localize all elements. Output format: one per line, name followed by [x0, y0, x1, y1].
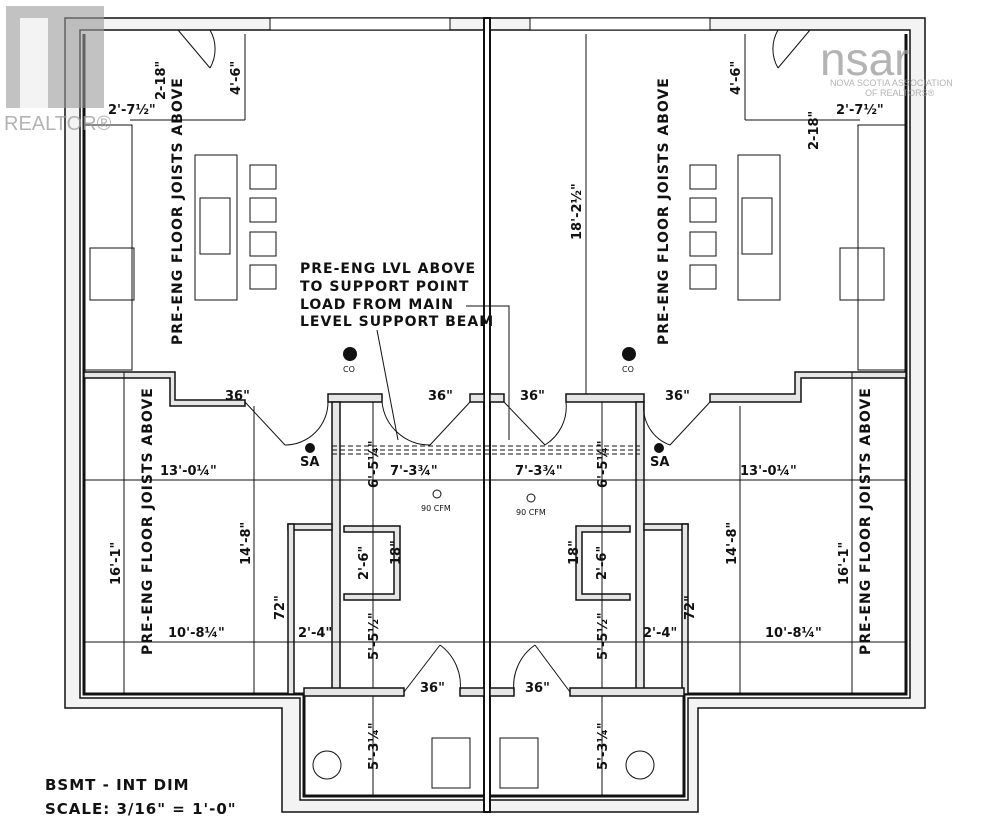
- dim: 5'-3¼": [596, 722, 611, 770]
- cleanout-icon: [343, 347, 357, 361]
- dimension-lines: [84, 34, 906, 796]
- dim: 36": [225, 389, 250, 404]
- dim: 13'-0¼": [160, 464, 217, 479]
- dim: 18": [567, 540, 582, 565]
- dim: 2'-4": [643, 626, 677, 641]
- fan-label: 90 CFM: [516, 508, 546, 517]
- plan-title: BSMT - INT DIM: [45, 776, 190, 794]
- dim: 10'-8¼": [765, 626, 822, 641]
- dim: 18'-2½": [570, 183, 585, 240]
- joists-label: PRE-ENG FLOOR JOISTS ABOVE: [656, 77, 672, 345]
- dim: 36": [428, 389, 453, 404]
- doors: [177, 29, 811, 693]
- linen-closet-left: [343, 525, 401, 601]
- dim: 14'-8": [725, 522, 740, 565]
- dim: 2-18": [807, 111, 822, 150]
- wall-seg: [489, 393, 505, 403]
- dim: 13'-0¼": [740, 464, 797, 479]
- supply-air-icon: [305, 443, 315, 453]
- dim: 5'-5½": [596, 612, 611, 660]
- beam-note: PRE-ENG LVL ABOVE TO SUPPORT POINT LOAD …: [300, 261, 494, 330]
- dim: 72": [273, 595, 288, 620]
- dim: 5'-3¼": [367, 722, 382, 770]
- mech-wall: [569, 687, 685, 697]
- dim: 7'-3¾": [390, 464, 438, 479]
- dim: 6'-5¼": [596, 440, 611, 488]
- dim: 16'-1": [109, 542, 124, 585]
- co-label: CO: [622, 365, 634, 374]
- dim: 2'-7½": [836, 103, 884, 118]
- wall-seg: [469, 393, 485, 403]
- note-line: LEVEL SUPPORT BEAM: [300, 314, 494, 330]
- dim: 6'-5¼": [367, 440, 382, 488]
- window-left: [269, 17, 451, 31]
- co-label: CO: [343, 365, 355, 374]
- kitchen-wall-right: [709, 371, 907, 403]
- supply-air-icon: [654, 443, 664, 453]
- joists-label: PRE-ENG FLOOR JOISTS ABOVE: [858, 387, 874, 655]
- lvl-beam: [332, 445, 640, 455]
- mech-wall: [459, 687, 485, 697]
- dim: 10'-8¼": [168, 626, 225, 641]
- linen-closet-right: [575, 525, 631, 601]
- fan-icon: [526, 493, 536, 503]
- dim: 36": [665, 389, 690, 404]
- fan-icon: [432, 489, 442, 499]
- dim: 5'-5½": [367, 612, 382, 660]
- plan-scale: SCALE: 3/16" = 1'-0": [45, 800, 237, 818]
- nsar-logo: nsar NOVA SCOTIA ASSOCIATION OF REALTORS…: [820, 33, 953, 98]
- realtor-text: REALTOR®: [4, 113, 112, 135]
- dim: 36": [420, 681, 445, 696]
- nsar-text: nsar: [820, 33, 909, 85]
- dim: 2'-6": [357, 546, 372, 580]
- joists-label: PRE-ENG FLOOR JOISTS ABOVE: [170, 77, 186, 345]
- closet-wall: [287, 523, 295, 695]
- nsar-sub: NOVA SCOTIA ASSOCIATION: [830, 78, 953, 88]
- wall-seg: [327, 393, 383, 403]
- dim: 14'-8": [239, 522, 254, 565]
- realtor-logo: REALTOR®: [4, 6, 112, 135]
- dim: 36": [520, 389, 545, 404]
- dim: 36": [525, 681, 550, 696]
- wall-seg: [565, 393, 645, 403]
- party-wall: [483, 17, 491, 813]
- dim: 7'-3¾": [515, 464, 563, 479]
- cleanout-icon: [622, 347, 636, 361]
- foundation-wall: [64, 17, 926, 813]
- fan-label: 90 CFM: [421, 504, 451, 513]
- sa-label: SA: [300, 455, 319, 470]
- kitchen-wall-left: [83, 371, 246, 407]
- dim: 4'-6": [229, 61, 244, 95]
- note-line: LOAD FROM MAIN: [300, 297, 454, 313]
- dim: 2'-4": [298, 626, 332, 641]
- dim: 2-18": [154, 61, 169, 100]
- note-line: TO SUPPORT POINT: [300, 279, 469, 295]
- dim: 2'-7½": [108, 103, 156, 118]
- closet-wall: [681, 523, 689, 695]
- dimension-labels: 2'-7½" 2'-7½" 2-18" 2-18" 4'-6" 4'-6" 18…: [108, 61, 884, 770]
- nsar-sub: OF REALTORS®: [865, 88, 935, 98]
- mech-wall: [303, 687, 405, 697]
- joists-label: PRE-ENG FLOOR JOISTS ABOVE: [140, 387, 156, 655]
- mech-wall: [489, 687, 515, 697]
- dim: 72": [683, 595, 698, 620]
- interior-wall-outline: [82, 34, 908, 798]
- sa-label: SA: [650, 455, 669, 470]
- note-line: PRE-ENG LVL ABOVE: [300, 261, 476, 277]
- kitchen-fixtures: [83, 124, 907, 789]
- dim: 16'-1": [837, 542, 852, 585]
- window-right: [529, 17, 711, 31]
- dim: 4'-6": [729, 61, 744, 95]
- dim: 18": [389, 540, 404, 565]
- leader-lines: [376, 305, 510, 441]
- dim: 2'-6": [595, 546, 610, 580]
